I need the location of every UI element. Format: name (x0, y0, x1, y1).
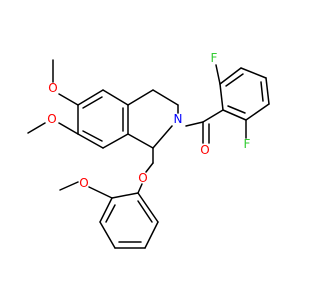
bond (111, 192, 139, 199)
double-bond-inner (137, 200, 153, 223)
aromatic-ring-methoxyphenyl (59, 181, 159, 249)
fluorine-atom-label: F (211, 51, 218, 65)
bond (27, 122, 46, 134)
bond (127, 133, 154, 149)
bond (202, 109, 224, 123)
saturated-ring (127, 89, 179, 149)
molecule-structure: O O O O N O F F (27, 51, 270, 249)
fluorine-atom-label: F (244, 137, 251, 151)
bond (152, 125, 173, 149)
bond (77, 133, 104, 149)
bond (144, 221, 159, 249)
nitrogen-atom-label: N (174, 112, 183, 126)
double-bond-inner (227, 105, 246, 114)
bond (102, 89, 129, 106)
bond (215, 64, 221, 85)
oxygen-atom-label: O (138, 171, 147, 185)
bond (145, 162, 154, 173)
bond (152, 89, 179, 106)
bond (102, 133, 129, 149)
double-bond-inner (225, 73, 244, 87)
bond (99, 221, 116, 249)
double-bond-inner (105, 204, 116, 223)
double-bond-inner (82, 96, 103, 109)
bond (58, 122, 79, 135)
carbonyl-group (185, 121, 210, 144)
bond (265, 77, 270, 105)
aromatic-ring-isoquinoline (77, 89, 129, 149)
bond (222, 109, 247, 121)
bond (219, 67, 242, 85)
ether-linker (137, 147, 154, 194)
aromatic-ring-difluorophenyl (202, 64, 270, 139)
bond (77, 89, 104, 106)
bond (88, 186, 113, 199)
bond (127, 89, 154, 106)
bond (58, 93, 79, 106)
oxygen-atom-label: O (79, 176, 88, 190)
oxygen-atom-label: O (47, 112, 56, 126)
bond (59, 181, 79, 191)
oxygen-atom-label: O (200, 143, 209, 157)
atom-labels: O O O O N O F F (47, 51, 250, 190)
bond (245, 103, 270, 121)
bond (137, 183, 143, 194)
methoxy-groups (27, 59, 79, 135)
bond (219, 83, 224, 111)
bond (185, 121, 204, 127)
double-bond-inner (260, 81, 264, 102)
bond (240, 67, 267, 79)
bond (137, 192, 159, 223)
oxygen-atom-label: O (48, 81, 57, 95)
double-bond-inner (82, 130, 103, 142)
bond (99, 197, 113, 223)
